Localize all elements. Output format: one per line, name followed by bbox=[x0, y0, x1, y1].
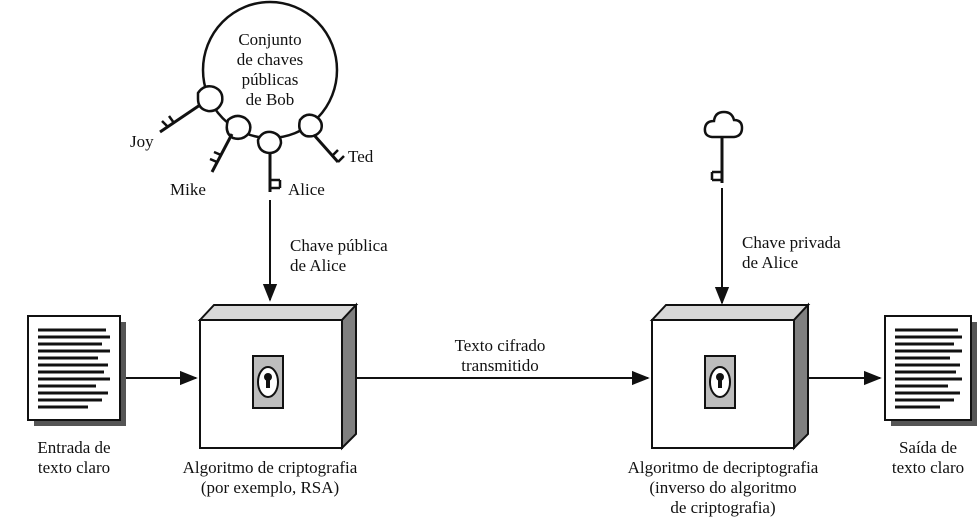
encryption-label: Algoritmo de criptografia (por exemplo, … bbox=[182, 458, 358, 497]
mike-key-icon bbox=[209, 114, 252, 173]
plaintext-input-label: Entrada de texto claro bbox=[37, 438, 111, 477]
decryption-label: Algoritmo de decriptografia (inverso do … bbox=[627, 458, 819, 517]
ted-key-icon bbox=[298, 113, 345, 163]
alice-key-icon bbox=[256, 130, 283, 192]
plaintext-output-document-icon bbox=[884, 315, 977, 426]
public-key-label: Chave pública de Alice bbox=[290, 236, 388, 275]
key-label-mike: Mike bbox=[170, 180, 206, 199]
joy-key-icon bbox=[159, 85, 224, 134]
ciphertext-label: Texto cifrado transmitido bbox=[454, 336, 546, 375]
encryption-lock-icon bbox=[252, 355, 284, 409]
plaintext-output-label: Saída de texto claro bbox=[891, 438, 965, 477]
keyring-label: Conjunto de chaves públicas de Bob bbox=[236, 30, 304, 109]
private-key-icon bbox=[703, 110, 744, 183]
private-key-label: Chave privada de Alice bbox=[742, 233, 841, 272]
key-label-joy: Joy bbox=[130, 132, 154, 151]
decryption-lock-icon bbox=[704, 355, 736, 409]
key-label-alice: Alice bbox=[288, 180, 325, 199]
key-label-ted: Ted bbox=[348, 147, 374, 166]
plaintext-input-document-icon bbox=[27, 315, 126, 426]
